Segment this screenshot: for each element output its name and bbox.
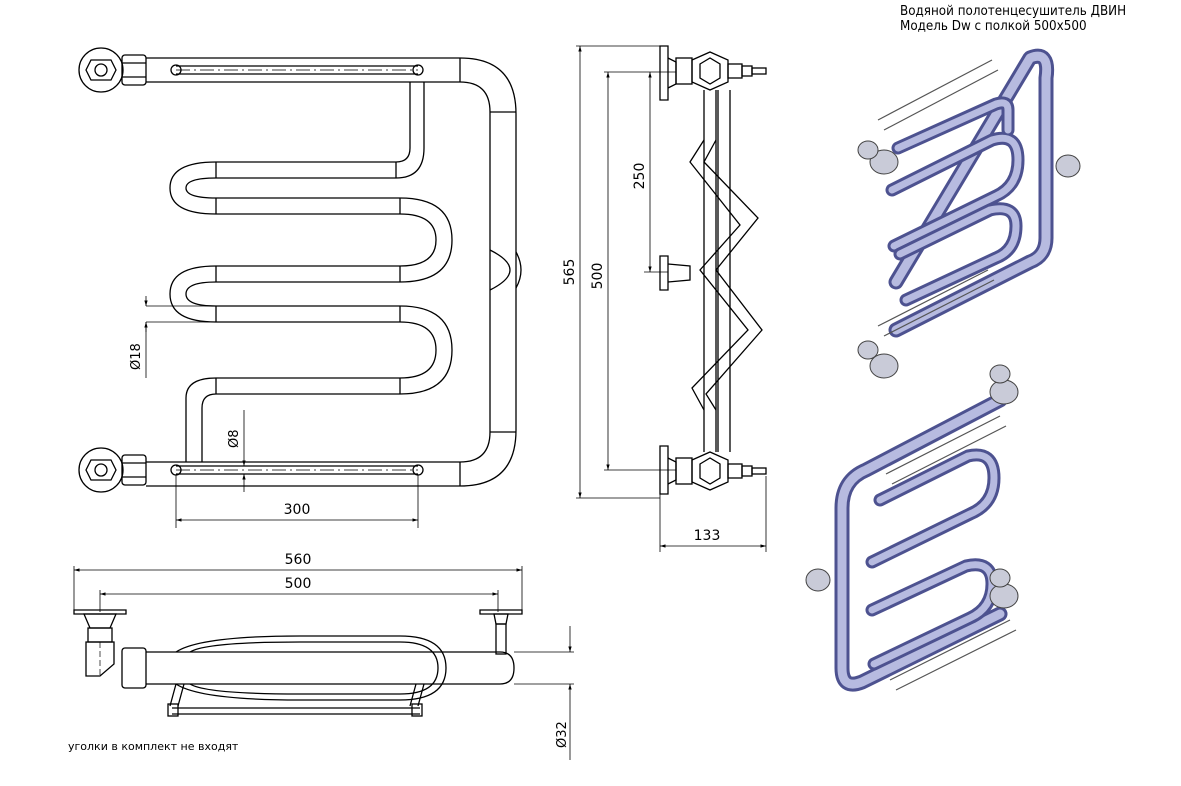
render-3d-lower <box>805 364 1019 692</box>
side-view <box>576 45 767 552</box>
front-view <box>78 47 522 528</box>
dim-side-heights <box>576 45 767 552</box>
label-side-depth: 133 <box>694 528 721 544</box>
label-shelf-width: 300 <box>284 502 311 518</box>
bottom-connector <box>78 447 147 493</box>
label-top-axis-distance: 500 <box>285 576 312 592</box>
top-connector <box>78 47 147 93</box>
label-side-mid-distance: 250 <box>632 163 648 190</box>
title-line-1: Водяной полотенцесушитель ДВИН <box>900 4 1127 19</box>
kit-note: уголки в комплект не входят <box>68 740 239 753</box>
render-3d-upper <box>857 48 1081 379</box>
top-shelf-rods <box>170 64 424 76</box>
label-top-pipe-diameter: Ø32 <box>555 721 570 748</box>
top-view <box>73 566 574 760</box>
bottom-shelf-rods <box>170 464 424 476</box>
label-top-total-width: 560 <box>285 552 312 568</box>
label-side-total-height: 565 <box>562 259 578 286</box>
label-rod-diameter: Ø8 <box>227 429 242 448</box>
label-side-axis-distance: 500 <box>590 263 606 290</box>
title-line-2: Модель Dw с полкой 500x500 <box>900 19 1087 34</box>
dim-shelf-width <box>175 475 419 528</box>
drawing-title: Водяной полотенцесушитель ДВИН Модель Dw… <box>900 4 1126 34</box>
frame-pipe-outer <box>146 57 517 487</box>
serpentine-coil <box>169 82 437 462</box>
label-pipe-diameter: Ø18 <box>129 343 144 370</box>
dim-pipe-diameter <box>144 296 216 378</box>
frame-pipe-inner <box>146 81 491 463</box>
